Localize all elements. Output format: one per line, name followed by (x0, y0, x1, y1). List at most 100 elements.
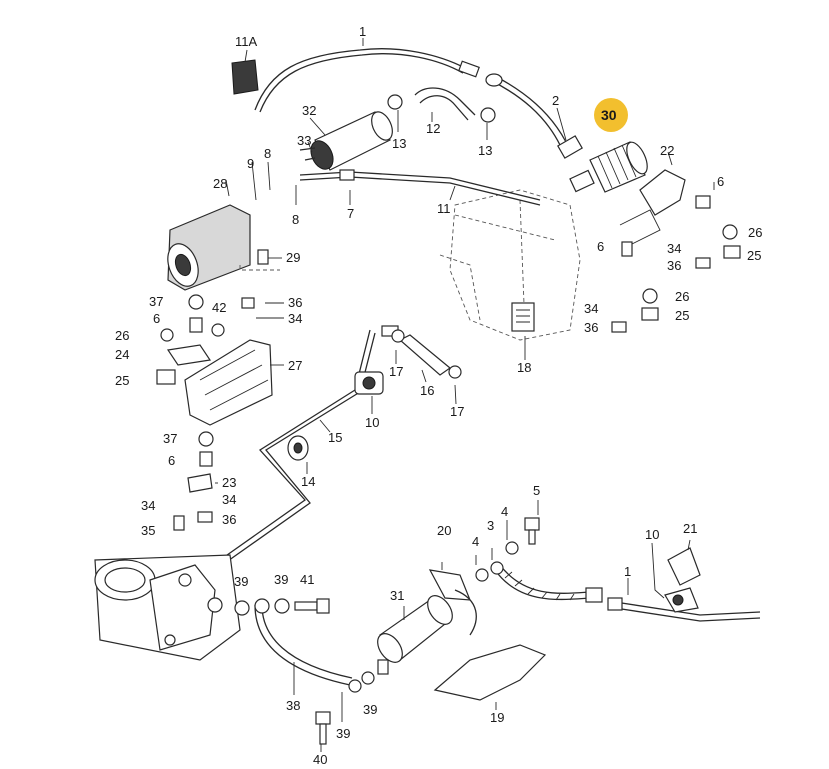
label-34e[interactable]: 34 (222, 492, 236, 507)
label-6b[interactable]: 6 (597, 239, 604, 254)
bolt-40 (315, 711, 331, 745)
fuel-line-2 (485, 73, 583, 159)
label-6a[interactable]: 6 (717, 174, 724, 189)
label-34b[interactable]: 34 (584, 301, 598, 316)
label-26a[interactable]: 26 (748, 225, 762, 240)
label-25c[interactable]: 25 (115, 373, 129, 388)
fuel-line-1-top (254, 48, 480, 113)
label-34c[interactable]: 34 (288, 311, 302, 326)
label-35[interactable]: 35 (141, 523, 155, 538)
label-1b[interactable]: 1 (624, 564, 631, 579)
part-19-bracket (433, 644, 547, 701)
label-10a[interactable]: 10 (365, 415, 379, 430)
label-2[interactable]: 2 (552, 93, 559, 108)
part-30-fuel-accumulator (569, 141, 648, 193)
label-39d[interactable]: 39 (336, 726, 350, 741)
label-19[interactable]: 19 (490, 710, 504, 725)
part-18-connector (511, 302, 535, 332)
label-6c[interactable]: 6 (153, 311, 160, 326)
label-13b[interactable]: 13 (478, 143, 492, 158)
hose-16 (391, 329, 462, 379)
label-28[interactable]: 28 (213, 176, 227, 191)
label-8b[interactable]: 8 (292, 212, 299, 227)
label-4a[interactable]: 4 (501, 504, 508, 519)
part-32-fuel-pump (299, 111, 393, 171)
label-3[interactable]: 3 (487, 518, 494, 533)
braided-fuel-line (490, 561, 603, 603)
fittings-3-4-5 (475, 517, 540, 582)
label-27[interactable]: 27 (288, 358, 302, 373)
label-14[interactable]: 14 (301, 474, 315, 489)
label-22[interactable]: 22 (660, 143, 674, 158)
hose-38 (254, 604, 362, 693)
label-36c[interactable]: 36 (584, 320, 598, 335)
leader-lines (215, 38, 715, 752)
label-9[interactable]: 9 (247, 156, 254, 171)
label-4b[interactable]: 4 (472, 534, 479, 549)
part-28-insulation (167, 204, 251, 291)
label-25b[interactable]: 25 (675, 308, 689, 323)
label-41[interactable]: 41 (300, 572, 314, 587)
clamps-13 (387, 94, 496, 123)
label-21[interactable]: 21 (683, 521, 697, 536)
label-36b[interactable]: 36 (288, 295, 302, 310)
label-39a[interactable]: 39 (234, 574, 248, 589)
fuel-line-7 (299, 169, 541, 206)
label-13a[interactable]: 13 (392, 136, 406, 151)
label-37a[interactable]: 37 (149, 294, 163, 309)
washers-39 (234, 598, 375, 685)
label-32[interactable]: 32 (302, 103, 316, 118)
label-39c[interactable]: 39 (363, 702, 377, 717)
part-27-heat-shield (184, 265, 280, 426)
label-30[interactable]: 30 (601, 107, 617, 123)
label-29[interactable]: 29 (286, 250, 300, 265)
label-26c[interactable]: 26 (115, 328, 129, 343)
label-39b[interactable]: 39 (274, 572, 288, 587)
label-18[interactable]: 18 (517, 360, 531, 375)
part-22-bracket (619, 169, 686, 246)
label-40[interactable]: 40 (313, 752, 327, 767)
label-10b[interactable]: 10 (645, 527, 659, 542)
label-33[interactable]: 33 (297, 133, 311, 148)
highlight-marker-30[interactable] (594, 98, 628, 132)
fuel-line-1-bottom (607, 597, 761, 622)
label-34a[interactable]: 34 (667, 241, 681, 256)
part-11A-pad (231, 59, 259, 95)
throttle-body-assembly (94, 554, 241, 661)
part-31-fuel-filter (377, 595, 453, 675)
bolt-41 (294, 598, 330, 614)
left-hardware (156, 249, 269, 531)
label-16[interactable]: 16 (420, 383, 434, 398)
label-11A[interactable]: 11A (235, 34, 257, 49)
label-34d[interactable]: 34 (141, 498, 155, 513)
label-36a[interactable]: 36 (667, 258, 681, 273)
part-20-clamp (428, 569, 477, 636)
hose-12 (414, 87, 476, 121)
part-10-mount (354, 371, 384, 395)
label-36d[interactable]: 36 (222, 512, 236, 527)
part-14-grommet (287, 435, 309, 461)
label-17a[interactable]: 17 (389, 364, 403, 379)
label-17b[interactable]: 17 (450, 404, 464, 419)
label-25a[interactable]: 25 (747, 248, 761, 263)
label-37b[interactable]: 37 (163, 431, 177, 446)
engine-outline (439, 189, 581, 341)
label-20[interactable]: 20 (437, 523, 451, 538)
label-12[interactable]: 12 (426, 121, 440, 136)
label-5[interactable]: 5 (533, 483, 540, 498)
label-26b[interactable]: 26 (675, 289, 689, 304)
label-8a[interactable]: 8 (264, 146, 271, 161)
label-7[interactable]: 7 (347, 206, 354, 221)
label-23[interactable]: 23 (222, 475, 236, 490)
label-42[interactable]: 42 (212, 300, 226, 315)
label-24[interactable]: 24 (115, 347, 129, 362)
label-38[interactable]: 38 (286, 698, 300, 713)
label-6d[interactable]: 6 (168, 453, 175, 468)
label-15[interactable]: 15 (328, 430, 342, 445)
right-hardware (611, 195, 741, 333)
label-31[interactable]: 31 (390, 588, 404, 603)
label-11[interactable]: 11 (437, 201, 451, 216)
label-1[interactable]: 1 (359, 24, 366, 39)
part-21-cap (664, 547, 701, 613)
